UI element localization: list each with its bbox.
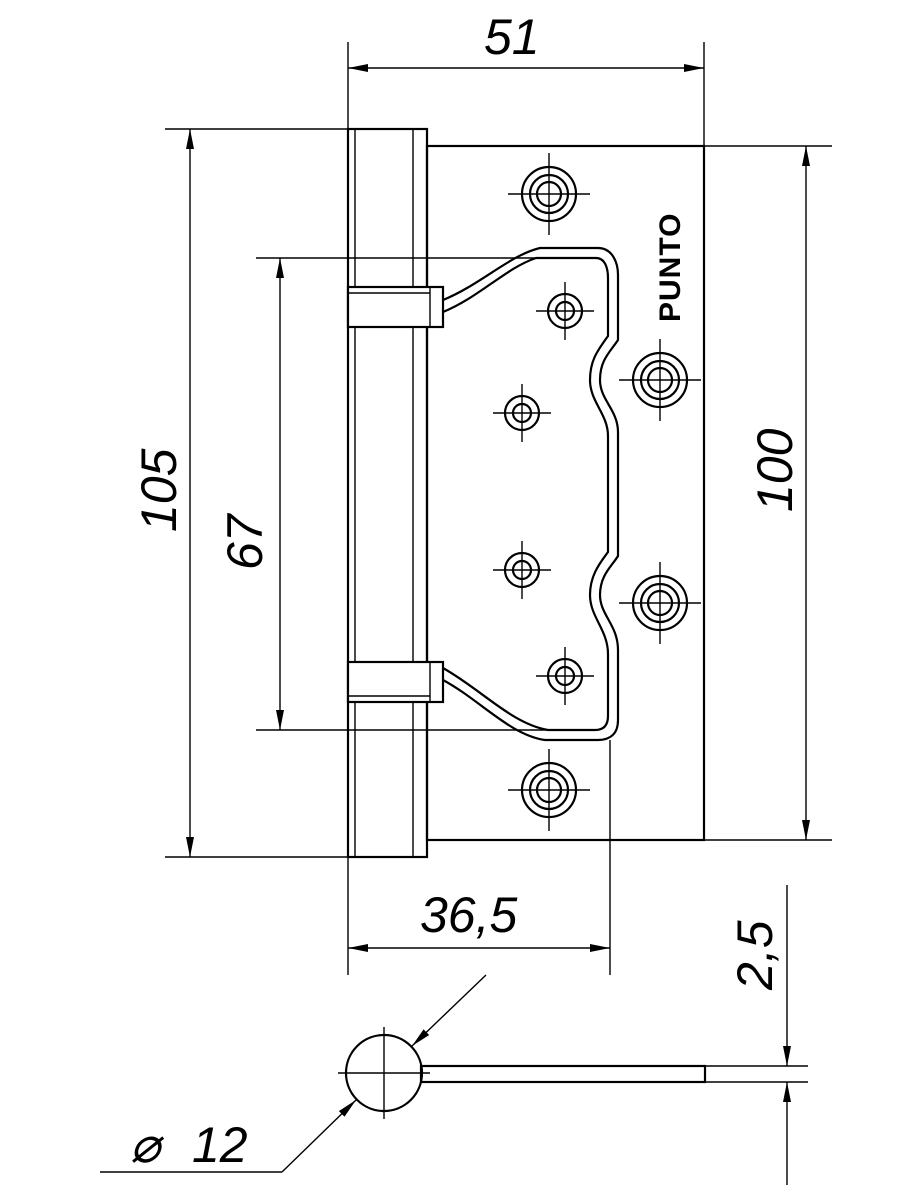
dimension-100-label: 100	[747, 428, 803, 512]
screw-hole-large	[619, 562, 701, 644]
diameter-symbol: ⌀	[130, 1117, 165, 1173]
hinge-barrel	[346, 127, 429, 859]
dimension-36-5-label: 36,5	[420, 887, 518, 943]
knuckle-tab-bottom	[346, 660, 445, 704]
dimension-105: 105	[131, 128, 348, 858]
inner-leaf-outline	[442, 246, 620, 742]
dimension-51: 51	[347, 9, 705, 146]
dimension-105-label: 105	[131, 448, 187, 532]
brand-label: PUNTO	[654, 213, 687, 322]
dimension-51-label: 51	[484, 9, 540, 65]
dimension-2-5-label: 2,5	[727, 920, 783, 991]
dimension-36-5: 36,5	[347, 740, 611, 975]
screw-holes	[493, 153, 701, 831]
screw-hole-small	[536, 647, 594, 705]
dimension-diameter-12: ⌀ 12	[100, 974, 487, 1173]
screw-hole-small	[493, 541, 551, 599]
dimension-100: 100	[704, 145, 832, 841]
dimension-12-label: 12	[192, 1117, 248, 1173]
screw-hole-large	[619, 339, 701, 421]
dimension-67-label: 67	[217, 512, 273, 570]
screw-hole-small	[536, 282, 594, 340]
screw-hole-large	[508, 153, 590, 235]
dimension-67: 67	[217, 257, 548, 731]
dimension-2-5: 2,5	[727, 885, 791, 1185]
section-view	[338, 1027, 808, 1119]
screw-hole-large	[508, 749, 590, 831]
screw-hole-small	[493, 384, 551, 442]
knuckle-tab-top	[346, 285, 445, 329]
